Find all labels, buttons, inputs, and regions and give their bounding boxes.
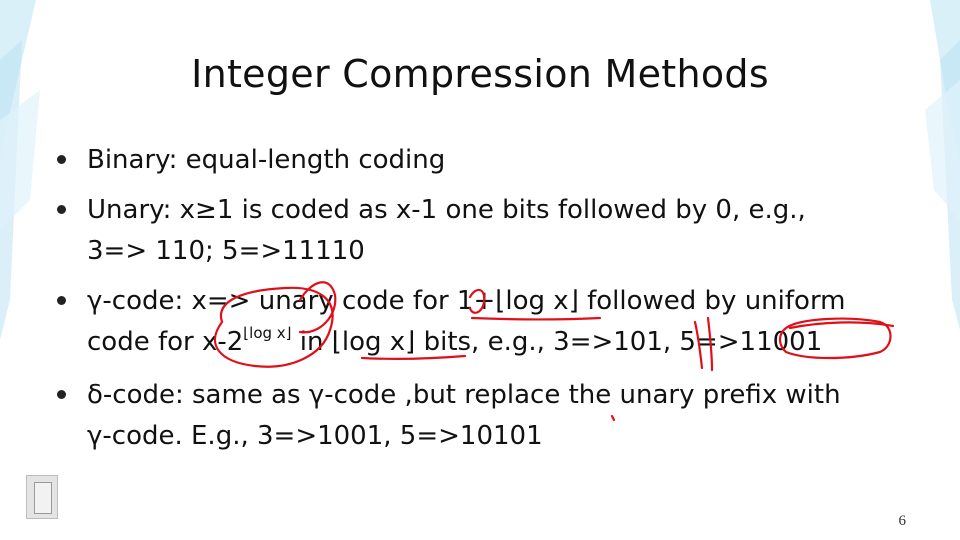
bullet-text: Unary: x≥1 is coded as x-1 one bits foll…: [87, 195, 806, 225]
bullet-dot: [57, 155, 66, 164]
bullet-text: δ-code: same as γ-code ,but replace the …: [87, 380, 841, 410]
bullet-unary: Unary: x≥1 is coded as x-1 one bits foll…: [56, 190, 916, 272]
presenter-logo: [26, 475, 58, 519]
floor-log-expression: ⌊log x⌋: [331, 327, 416, 357]
floor-log-expression: ⌊log x⌋: [495, 286, 579, 316]
text-run: in: [291, 327, 332, 357]
bullet-dot: [57, 390, 66, 399]
bullet-gamma-code: γ-code: x=> unary code for 1+⌊log x⌋ fol…: [56, 281, 916, 366]
exponent-floor-log: ⌊log x⌋: [243, 324, 292, 342]
text-run: γ-code: x=> unary code for 1+: [87, 286, 496, 316]
slide-title: Integer Compression Methods: [191, 52, 769, 96]
bullet-binary: Binary: equal-length coding: [56, 140, 916, 181]
bullet-list: Binary: equal-length coding Unary: x≥1 i…: [56, 140, 916, 466]
logo-mark-icon: [34, 482, 52, 514]
bullet-text: 3=> 110; 5=>11110: [87, 236, 365, 266]
bullet-dot: [57, 296, 66, 305]
bullet-dot: [57, 205, 66, 214]
bullet-text-line2: code for x-2⌊log x⌋ in ⌊log x⌋ bits, e.g…: [87, 322, 916, 366]
bullet-text: Binary: equal-length coding: [87, 145, 446, 175]
page-number: 6: [898, 513, 907, 529]
bullet-text: γ-code. E.g., 3=>1001, 5=>10101: [87, 421, 543, 451]
bullet-delta-code: δ-code: same as γ-code ,but replace the …: [56, 375, 916, 457]
text-run: bits, e.g., 3=>101, 5=>11001: [415, 327, 823, 357]
text-run: followed by uniform: [578, 286, 846, 316]
text-run: code for x-2: [87, 327, 244, 357]
bullet-text-line1: γ-code: x=> unary code for 1+⌊log x⌋ fol…: [87, 281, 916, 322]
